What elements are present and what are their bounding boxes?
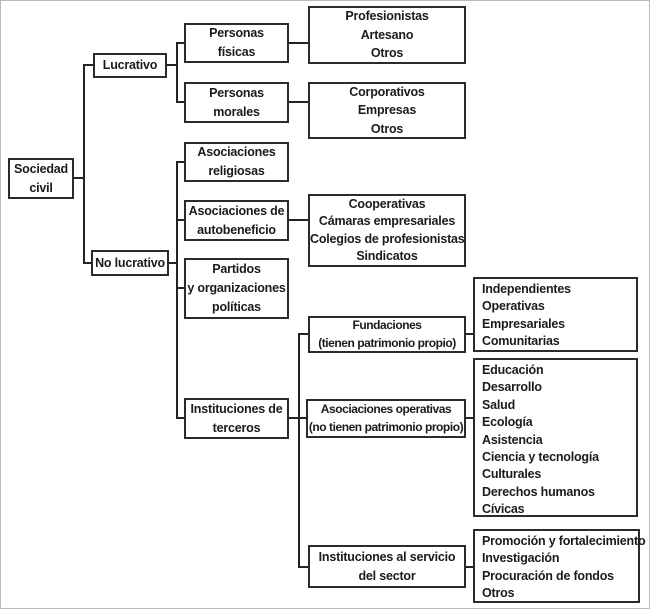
connector-line [176,101,184,103]
connector-line [298,333,300,568]
connector-line [289,42,308,44]
connector-line [83,64,85,264]
connector-line [466,566,473,568]
node-fundaciones: Fundaciones(tienen patrimonio propio) [308,316,466,353]
connector-line [176,161,184,163]
node-asociaciones-operativas: Asociaciones operativas(no tienen patrim… [306,399,466,438]
connector-line [169,262,177,264]
connector-line [176,287,184,289]
connector-line [466,417,473,419]
connector-line [289,101,308,103]
connector-line [289,219,308,221]
connector-line [298,566,308,568]
connector-line [176,219,184,221]
connector-line [167,64,177,66]
connector-line [466,333,473,335]
node-no-lucrativo: No lucrativo [91,250,169,276]
connector-line [73,177,85,179]
connector-line [176,42,178,103]
connector-line [83,262,91,264]
connector-line [298,333,308,335]
connector-line [83,64,93,66]
connector-line [176,42,184,44]
connector-line [176,417,184,419]
connector-line [176,161,178,419]
node-lucrativo: Lucrativo [93,53,167,78]
